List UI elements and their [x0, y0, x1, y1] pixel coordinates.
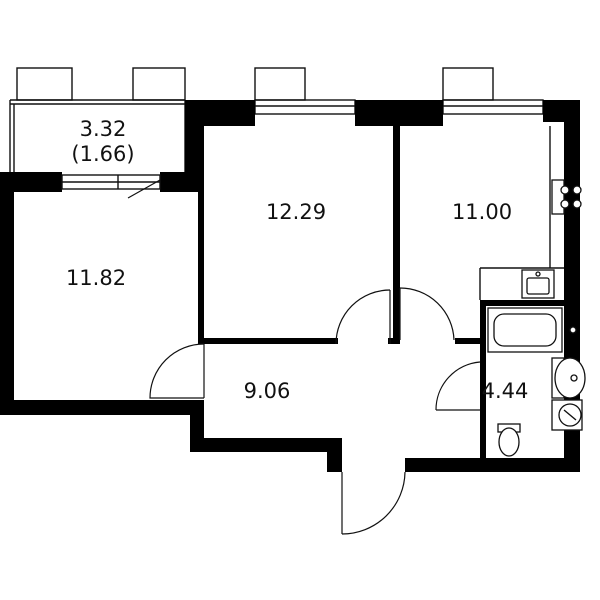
kitchen-window — [442, 67, 544, 115]
loggia-area-label: 3.32 — [80, 117, 127, 141]
loggia-window-right — [132, 67, 186, 101]
door-entrance — [341, 471, 406, 535]
kitchen-area-label: 11.00 — [452, 200, 512, 224]
loggia-door — [61, 174, 161, 199]
bathroom-area-label: 4.44 — [482, 379, 529, 403]
kitchen-counter — [479, 126, 564, 300]
loggia-window-left — [16, 67, 73, 101]
door-kitchen — [399, 287, 455, 341]
bedroom-center-area-label: 12.29 — [266, 200, 326, 224]
washbasin-icon — [551, 357, 586, 399]
washing-machine-icon — [551, 399, 583, 431]
bathtub-icon — [487, 307, 577, 353]
toilet-icon — [497, 423, 521, 457]
door-bathroom — [435, 361, 481, 411]
kitchen-sink-icon — [521, 269, 555, 299]
door-bedroom-center — [335, 289, 391, 345]
walls — [0, 100, 580, 472]
bedroom-left-area-label: 11.82 — [66, 266, 126, 290]
door-bedroom-left — [149, 343, 205, 399]
hallway-area-label: 9.06 — [244, 379, 291, 403]
loggia-secondary-area-label: (1.66) — [71, 142, 134, 166]
stove-icon — [551, 179, 582, 215]
bedroom-window — [254, 67, 356, 115]
